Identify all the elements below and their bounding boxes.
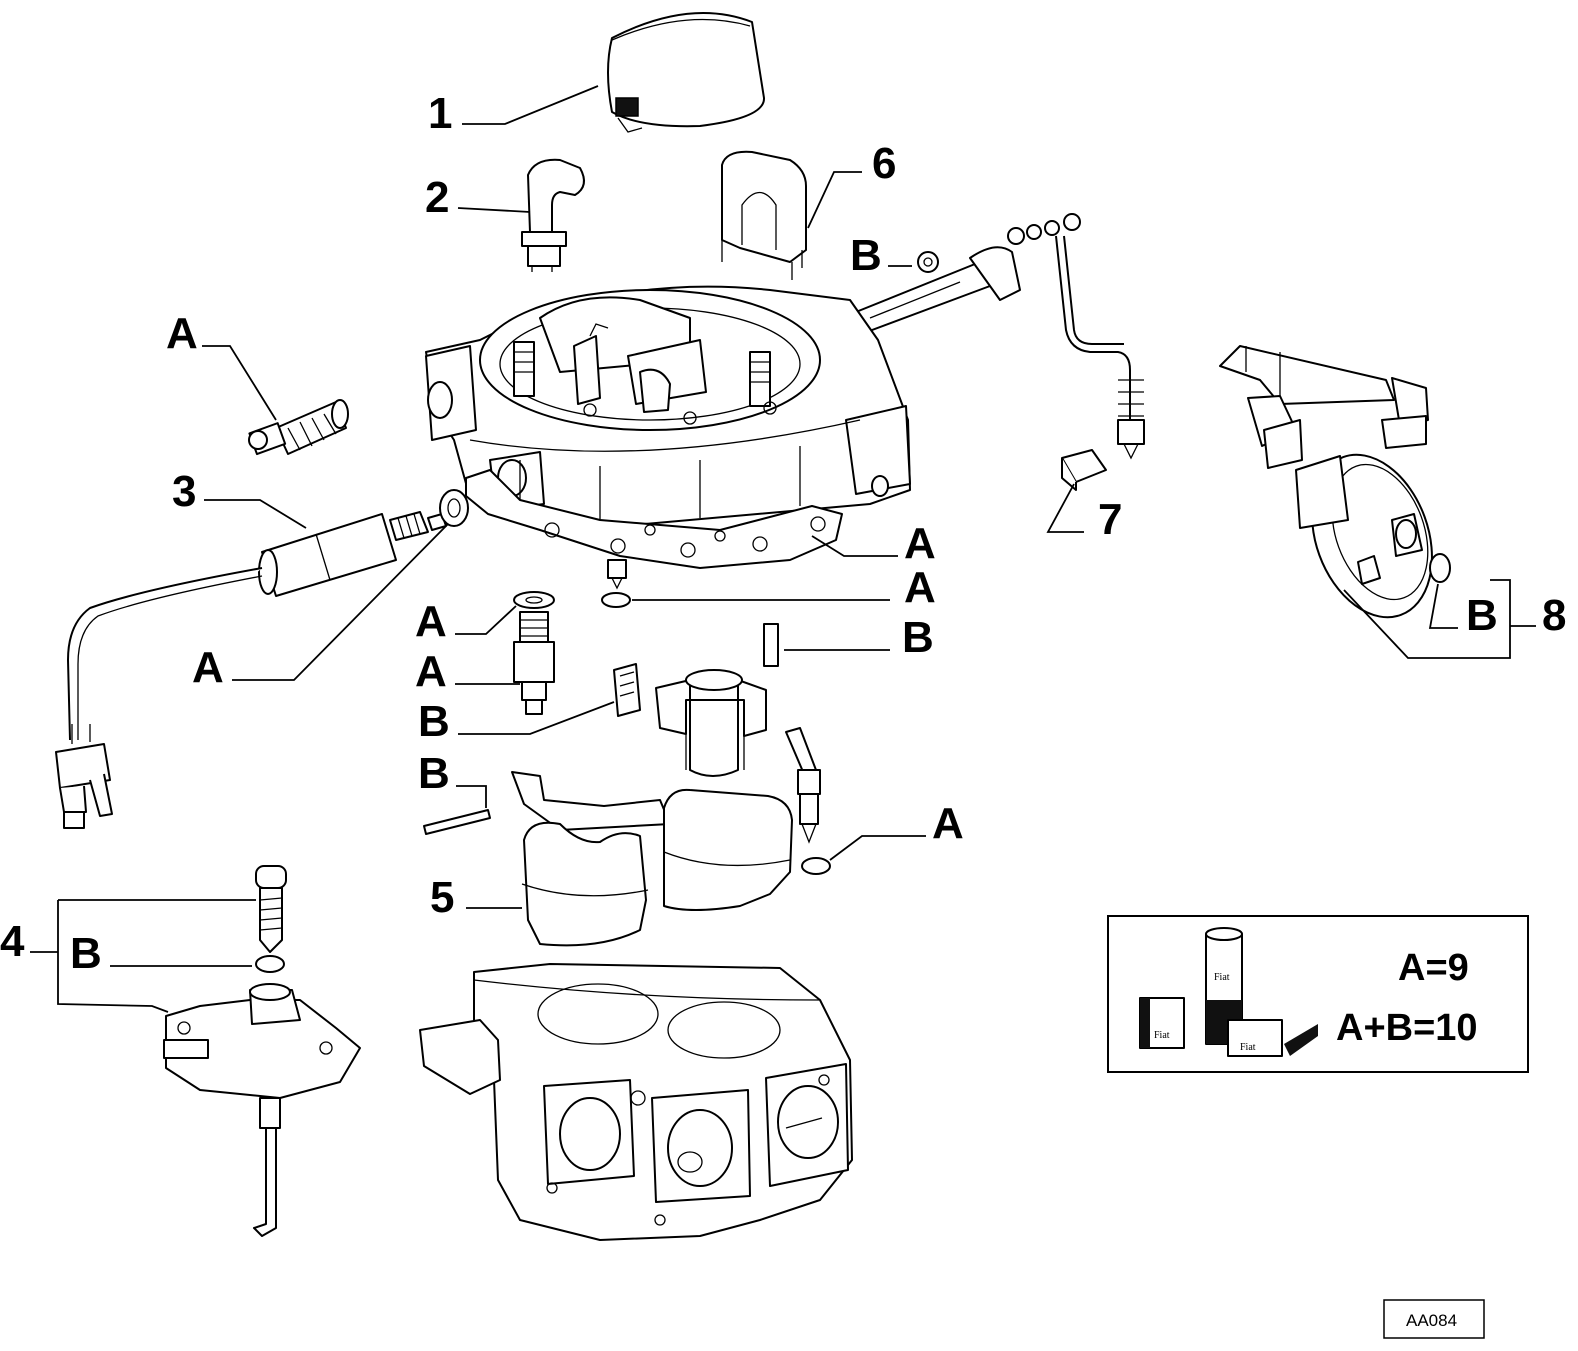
- svg-text:5: 5: [430, 873, 454, 922]
- pin-b-long: [423, 809, 491, 835]
- svg-text:B: B: [70, 929, 102, 978]
- svg-text:1: 1: [428, 89, 452, 138]
- label-b-pump-washer: B: [70, 929, 252, 978]
- pin-b-small: [763, 623, 779, 667]
- svg-text:A: A: [904, 519, 936, 568]
- drawing-code: AA084: [1406, 1311, 1457, 1330]
- washer-a-float: [801, 857, 831, 875]
- part-7-nut: [1061, 449, 1107, 491]
- svg-text:B: B: [418, 749, 450, 798]
- label-8: 8: [1343, 579, 1566, 659]
- svg-text:B: B: [1466, 591, 1498, 640]
- svg-text:B: B: [902, 613, 934, 662]
- label-4: 4: [0, 899, 256, 1013]
- label-a-gasket: A: [811, 519, 936, 568]
- venturi-tube: [655, 669, 767, 777]
- part-8-bracket: [1219, 345, 1429, 469]
- label-b-pin-long: B: [418, 749, 487, 808]
- svg-text:A: A: [932, 799, 964, 848]
- float-needle: [785, 727, 821, 844]
- svg-text:A: A: [192, 643, 224, 692]
- washer-b-pump: [255, 955, 285, 973]
- part-4-pump-body: [163, 983, 361, 1237]
- svg-text:Fiat: Fiat: [1214, 972, 1230, 983]
- part-4-pump-screw: [255, 865, 287, 953]
- svg-text:6: 6: [872, 139, 896, 188]
- jet-under-body: [607, 559, 627, 590]
- part-2-elbow-fitting: [521, 158, 585, 272]
- label-b-clip: B: [850, 231, 912, 280]
- svg-text:3: 3: [172, 467, 196, 516]
- label-a-valve-washer: A: [415, 597, 517, 646]
- svg-text:Fiat: Fiat: [1154, 1030, 1170, 1041]
- label-a-filter: A: [166, 309, 277, 421]
- label-1: 1: [428, 85, 599, 138]
- part-8-diaphragm: [1295, 453, 1433, 619]
- drawing-code-box: AA084: [1383, 1299, 1485, 1339]
- svg-text:8: 8: [1542, 591, 1566, 640]
- svg-text:Fiat: Fiat: [1240, 1042, 1256, 1053]
- sealant-products-icon: Fiat Fiat Fiat: [1139, 927, 1318, 1057]
- clip-b-mid: [613, 663, 641, 717]
- svg-text:B: B: [418, 697, 450, 746]
- svg-text:2: 2: [425, 173, 449, 222]
- svg-text:A: A: [904, 563, 936, 612]
- fuel-filter-a: [248, 399, 349, 456]
- needle-valve-a: [513, 611, 555, 715]
- svg-text:A: A: [415, 597, 447, 646]
- label-a-valve: A: [415, 647, 520, 696]
- connector-plug: [55, 724, 113, 829]
- label-b-actuator: B: [1428, 583, 1498, 640]
- washer-a-jet: [601, 592, 631, 608]
- part-6-cap: [721, 150, 807, 280]
- label-7: 7: [1046, 483, 1122, 544]
- part-1-cover: [607, 12, 766, 133]
- label-5: 5: [430, 873, 522, 922]
- legend-box: Fiat Fiat Fiat A=9 A+B=10: [1107, 915, 1529, 1073]
- washer-a-solenoid: [439, 489, 469, 527]
- svg-text:4: 4: [0, 917, 25, 966]
- gasket-a: [465, 469, 843, 569]
- part-5-floats: [511, 771, 793, 947]
- carburettor-lower-body: [419, 963, 853, 1241]
- clip-b: [917, 251, 939, 273]
- carburettor-upper-body: [425, 285, 911, 529]
- washer-a-valve: [513, 591, 555, 609]
- linkage-rod: [1007, 213, 1145, 460]
- label-a-jet-washer: A: [632, 563, 936, 612]
- svg-text:A: A: [415, 647, 447, 696]
- label-b-clip-mid: B: [418, 697, 615, 746]
- label-2: 2: [425, 173, 531, 222]
- legend-line-2: A+B=10: [1336, 1007, 1478, 1049]
- svg-text:B: B: [850, 231, 882, 280]
- svg-text:A: A: [166, 309, 198, 358]
- label-3: 3: [172, 467, 307, 529]
- washer-b-actuator: [1429, 553, 1451, 583]
- label-a-washer-left: A: [192, 523, 449, 692]
- legend-line-1: A=9: [1398, 947, 1469, 989]
- part-3-solenoid: [67, 511, 447, 741]
- label-b-pin-small: B: [784, 613, 934, 662]
- svg-text:7: 7: [1098, 495, 1122, 544]
- label-6: 6: [807, 139, 896, 229]
- label-a-float-washer: A: [829, 799, 964, 861]
